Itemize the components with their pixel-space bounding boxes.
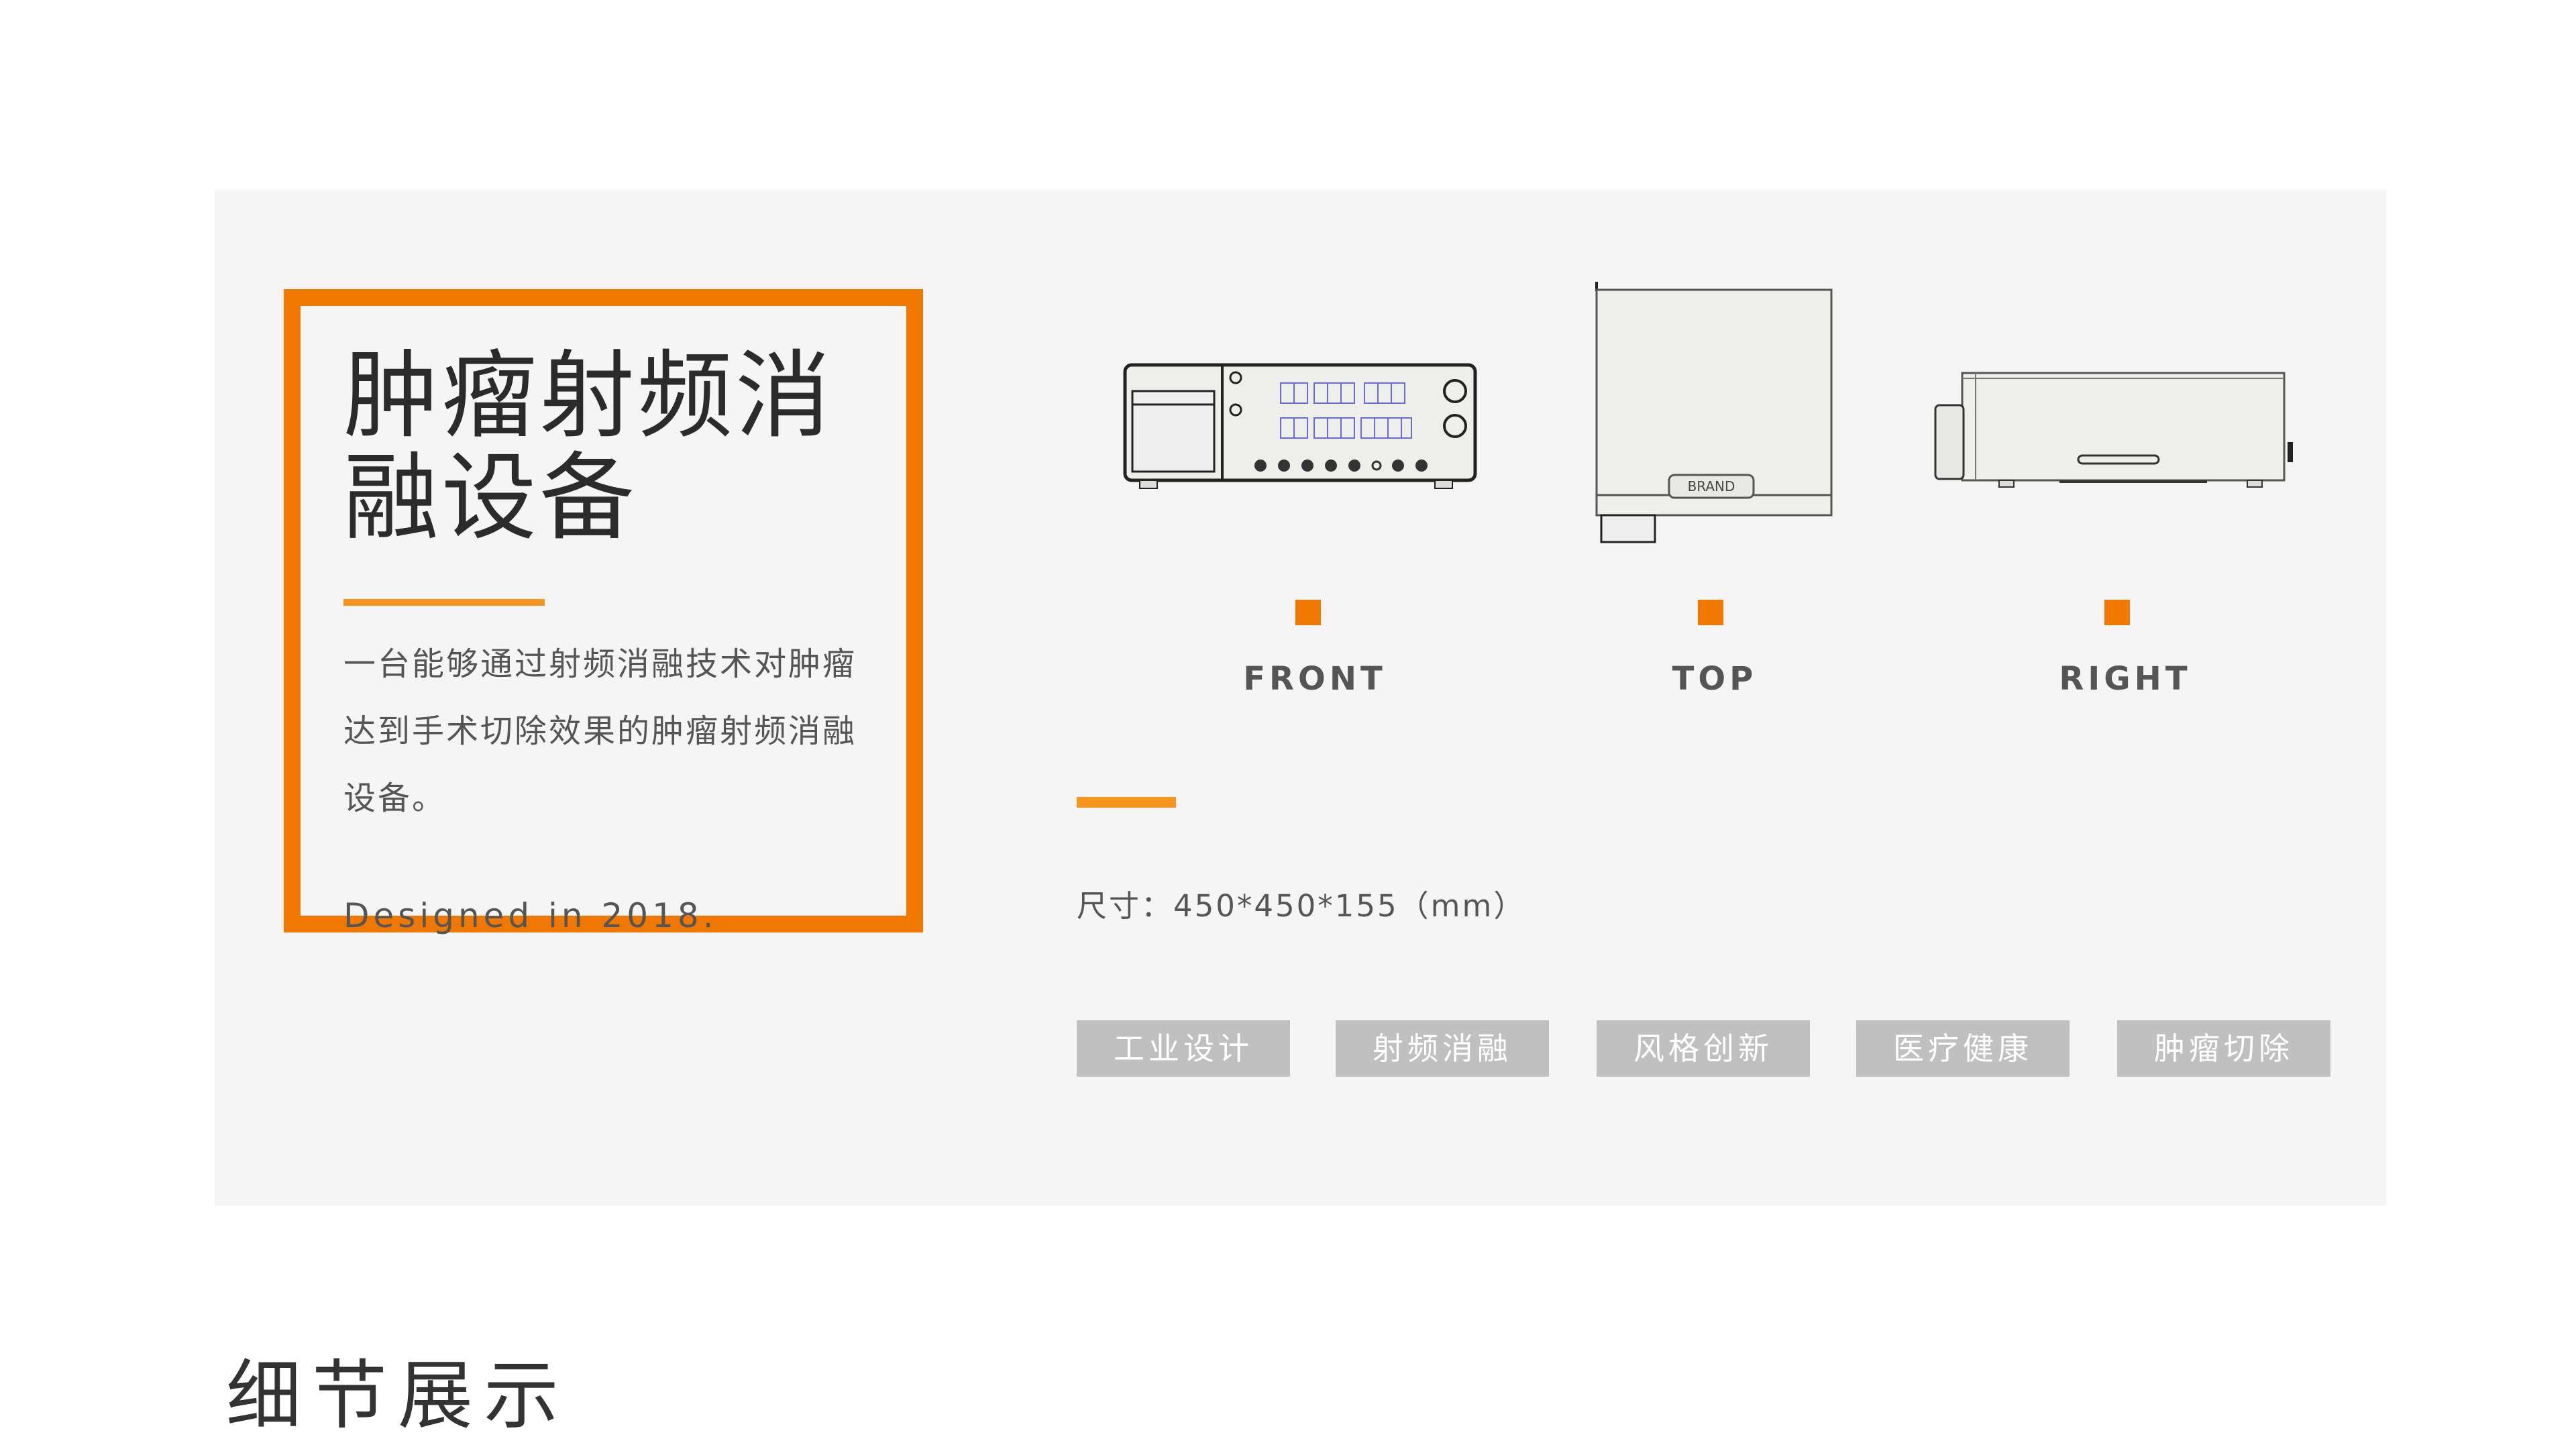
tag-industrial-design: 工业设计 [1077, 1020, 1290, 1077]
title-divider [343, 599, 545, 606]
tag-tumor-resection: 肿瘤切除 [2117, 1020, 2330, 1077]
tag-rf-ablation: 射频消融 [1336, 1020, 1549, 1077]
product-size: 尺寸：450*450*155（mm） [1077, 888, 1526, 924]
section-title: 细节展示 [226, 1352, 570, 1440]
size-divider [1077, 797, 1176, 808]
view-label-top: TOP [1672, 660, 1758, 698]
product-description: 一台能够通过射频消融技术对肿瘤达到手术切除效果的肿瘤射频消融设备。 [343, 645, 857, 817]
right-marker [2104, 600, 2130, 625]
designed-year: Designed in 2018. [343, 896, 718, 935]
front-marker [1295, 600, 1321, 625]
top-marker [1698, 600, 1723, 625]
tag-style-innovation: 风格创新 [1597, 1020, 1810, 1077]
view-label-right: RIGHT [2059, 660, 2192, 698]
title-frame [284, 289, 923, 932]
right-view-image [1934, 372, 2293, 488]
tag-medical-health: 医疗健康 [1856, 1020, 2070, 1077]
top-view-image: BRAND [1595, 282, 1833, 543]
front-view-image [1123, 363, 1477, 489]
product-title: 肿瘤射频消融设备 [343, 341, 833, 553]
view-label-front: FRONT [1243, 660, 1387, 698]
brand-mark: BRAND [1688, 478, 1735, 494]
